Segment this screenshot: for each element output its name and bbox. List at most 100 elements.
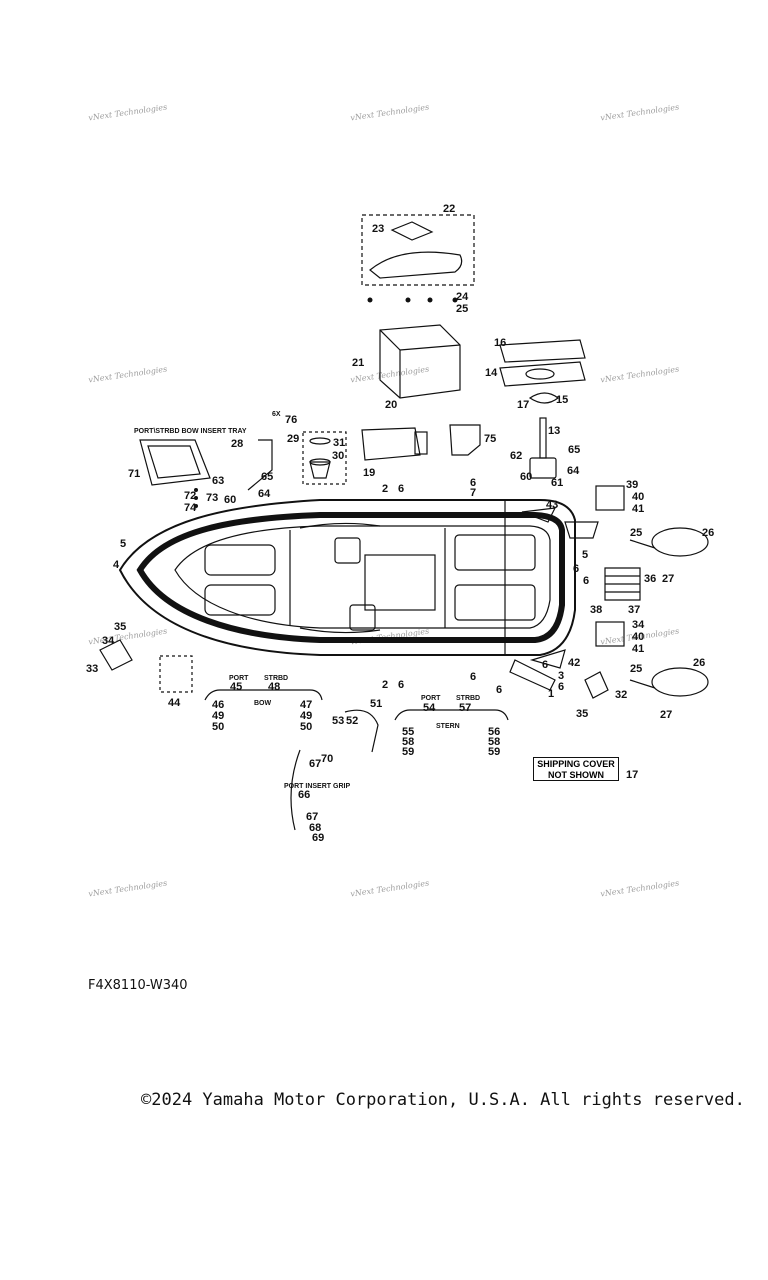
label-port-insert-grip: PORT INSERT GRIP — [284, 783, 350, 790]
callout: 29 — [287, 433, 299, 445]
hull-inner — [174, 525, 551, 629]
callout: 27 — [662, 573, 674, 585]
callout: 36 — [644, 573, 656, 585]
helm-seat — [334, 537, 361, 564]
callout: 4 — [113, 559, 120, 571]
callout: 17 — [517, 399, 529, 411]
callout: 38 — [590, 604, 602, 616]
callout: 37 — [628, 604, 640, 616]
callout: 68 — [309, 822, 321, 834]
callout: 48 — [268, 681, 280, 693]
callout: 13 — [548, 425, 560, 437]
callout: 50 — [212, 721, 224, 733]
callout: 27 — [660, 709, 672, 721]
hull-outline — [118, 499, 576, 656]
callout: 40 — [632, 631, 644, 643]
passenger-seat — [349, 604, 376, 631]
callout: 51 — [370, 698, 382, 710]
callout: 20 — [385, 399, 397, 411]
callout: 6 — [470, 671, 476, 683]
bow-insert-tray — [139, 439, 211, 486]
callout: 31 — [333, 437, 345, 449]
callout: 2 — [382, 679, 388, 691]
label-bow: BOW — [254, 700, 272, 707]
copyright-notice: ©2024 Yamaha Motor Corporation, U.S.A. A… — [141, 1090, 745, 1110]
callout: 39 — [626, 479, 638, 491]
callout: 66 — [298, 789, 310, 801]
callout: 15 — [556, 394, 568, 406]
seat-stern-strbd — [454, 584, 536, 621]
center-console — [364, 554, 436, 611]
callout: 5 — [582, 549, 588, 561]
callout: 25 — [456, 303, 468, 315]
callout: 34 — [102, 635, 115, 647]
callout: 60 — [520, 471, 532, 483]
callout: 30 — [332, 450, 344, 462]
callout: 6 — [542, 659, 548, 671]
stern-rail — [394, 709, 509, 721]
callout: 6 — [558, 681, 564, 693]
callout: 6 — [583, 575, 589, 587]
callout: 65 — [261, 471, 273, 483]
callout: 6 — [496, 684, 502, 696]
callout: 5 — [120, 538, 126, 550]
callout: 17 — [626, 769, 638, 781]
callout: 50 — [300, 721, 312, 733]
callout: 71 — [128, 468, 140, 480]
hardtop-pad — [390, 221, 434, 241]
callout: 58 — [488, 736, 500, 748]
callout: 34 — [632, 619, 645, 631]
callout: 6 — [573, 563, 579, 575]
callout: 3 — [558, 670, 564, 682]
hull-rub-rail — [136, 512, 565, 643]
boarding-step — [595, 485, 625, 511]
callout: 40 — [632, 491, 644, 503]
callout: 45 — [230, 681, 242, 693]
callout: 6 — [470, 477, 476, 489]
callout: 16 — [494, 337, 506, 349]
callout: 44 — [168, 697, 181, 709]
callout: 75 — [484, 433, 496, 445]
callout: 46 — [212, 699, 224, 711]
callout: 26 — [702, 527, 714, 539]
callout: 74 — [184, 502, 197, 514]
callout: 65 — [568, 444, 580, 456]
callout: 62 — [510, 450, 522, 462]
callout: 25 — [630, 527, 642, 539]
label-bow-insert-tray: PORT\STRBD BOW INSERT TRAY — [134, 428, 247, 435]
label-stern: STERN — [436, 723, 460, 730]
callout: 35 — [114, 621, 126, 633]
callout: 64 — [567, 465, 580, 477]
boarding-step — [595, 621, 625, 647]
callout: 76 — [285, 414, 297, 426]
callout: 56 — [488, 726, 500, 738]
callout: 73 — [206, 492, 218, 504]
callout: 55 — [402, 726, 414, 738]
cooler — [361, 427, 421, 461]
seat-stern-port — [454, 534, 536, 571]
label-qty: 6X — [272, 411, 281, 418]
bow-rail — [204, 689, 323, 701]
label-port: PORT — [421, 695, 441, 702]
callout: 41 — [632, 643, 644, 655]
callout: 64 — [258, 488, 271, 500]
callout: 72 — [184, 490, 196, 502]
hardtop-group-box — [361, 214, 475, 286]
callout: 41 — [632, 503, 644, 515]
port-insert-grip — [290, 749, 301, 831]
callout: 60 — [224, 494, 236, 506]
callout: 54 — [423, 702, 436, 714]
callout: 2 — [382, 483, 388, 495]
callout: 21 — [352, 357, 364, 369]
callout: 47 — [300, 699, 312, 711]
callout: 14 — [485, 367, 498, 379]
callout: 6 — [398, 679, 404, 691]
callout: 67 — [306, 811, 318, 823]
callout: 57 — [459, 702, 471, 714]
callout: 52 — [346, 715, 358, 727]
callout: 28 — [231, 438, 243, 450]
callout: 25 — [630, 663, 642, 675]
callout: 33 — [86, 663, 98, 675]
console-box — [379, 324, 461, 399]
